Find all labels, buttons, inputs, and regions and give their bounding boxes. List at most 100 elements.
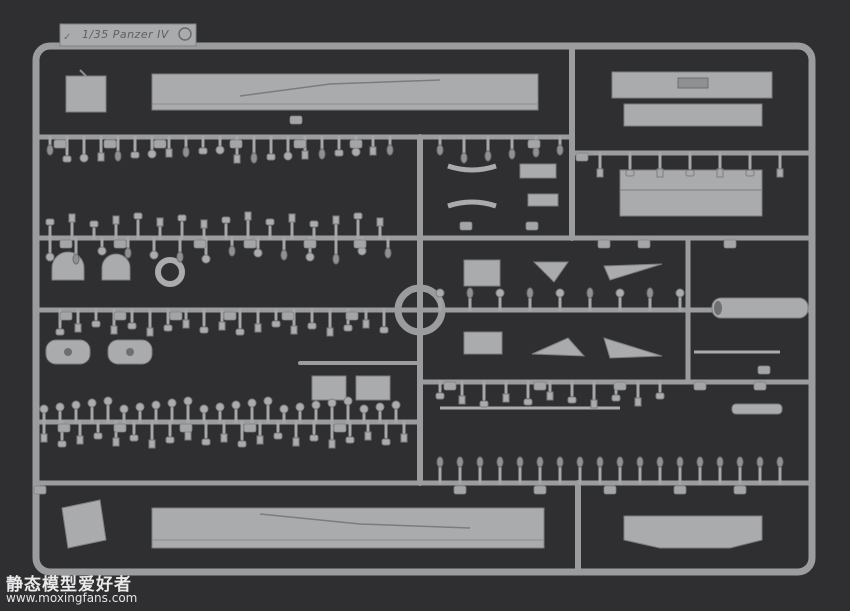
- small-part: [343, 396, 353, 406]
- bottom-plate-right: [623, 515, 763, 549]
- part-number-tag: [733, 485, 747, 495]
- small-part: [745, 169, 755, 177]
- small-part: [147, 149, 157, 159]
- small-part: [288, 213, 296, 223]
- pipe-right: [440, 350, 783, 415]
- part-number-tag: [527, 139, 541, 149]
- small-part: [40, 433, 48, 443]
- part-number-tag: [59, 239, 73, 249]
- part-number-tag: [637, 239, 651, 249]
- part-number-tag: [103, 139, 117, 149]
- small-part: [39, 404, 49, 414]
- part-number-tag: [229, 139, 243, 149]
- small-part: [479, 400, 489, 408]
- small-part: [130, 151, 140, 159]
- fenders-angled: [531, 261, 663, 359]
- part-number-tag: [243, 239, 257, 249]
- small-part: [436, 456, 444, 468]
- suspension-brackets: [311, 163, 559, 401]
- small-part: [280, 249, 288, 261]
- small-part: [218, 321, 226, 331]
- small-part: [93, 432, 103, 440]
- small-part: [318, 148, 326, 160]
- small-part: [311, 400, 321, 410]
- small-part: [129, 434, 139, 442]
- small-part: [466, 287, 474, 299]
- small-part: [736, 456, 744, 468]
- small-part: [616, 456, 624, 468]
- part-number-tags: [33, 115, 771, 495]
- small-part: [76, 435, 84, 445]
- rear-plate-lower: [619, 169, 763, 217]
- small-part: [220, 433, 228, 443]
- small-part: [362, 319, 370, 329]
- small-part: [381, 438, 391, 446]
- small-part: [283, 151, 293, 161]
- small-part: [119, 404, 129, 414]
- small-part: [57, 440, 67, 448]
- small-part: [165, 148, 173, 158]
- small-part: [198, 147, 208, 155]
- small-part: [167, 398, 177, 408]
- small-part: [685, 169, 695, 177]
- part-number-tag: [723, 239, 737, 249]
- hatch-plate-top-left: [65, 69, 107, 113]
- watermark-site-name: 静态模型爱好者: [6, 575, 132, 595]
- small-part: [555, 288, 565, 298]
- small-part: [508, 148, 516, 160]
- small-part: [254, 323, 262, 333]
- small-part: [384, 247, 392, 259]
- part-number-tag: [293, 139, 307, 149]
- small-part: [359, 404, 369, 414]
- small-part: [556, 144, 564, 156]
- small-part: [656, 168, 664, 178]
- small-part: [201, 438, 211, 446]
- small-part: [149, 250, 159, 260]
- part-number-tag: [303, 239, 317, 249]
- part-number-tag: [693, 381, 707, 391]
- small-part: [235, 328, 245, 336]
- small-part: [221, 216, 231, 224]
- small-part: [244, 211, 252, 221]
- small-part: [292, 437, 300, 447]
- part-number-tag: [113, 239, 127, 249]
- small-parts-group: [39, 135, 784, 485]
- small-part: [55, 328, 65, 336]
- small-part: [353, 212, 363, 220]
- part-number-tag: [223, 311, 237, 321]
- small-part: [328, 439, 336, 449]
- small-part: [215, 402, 225, 412]
- small-part: [776, 456, 784, 468]
- small-part: [91, 320, 101, 328]
- part-number-tag: [345, 311, 359, 321]
- small-part: [456, 456, 464, 468]
- part-number-tag: [525, 221, 539, 231]
- small-part: [279, 404, 289, 414]
- small-part: [567, 396, 577, 404]
- small-part: [228, 245, 236, 257]
- sprue-frame: [32, 42, 816, 576]
- part-number-tag: [673, 485, 687, 495]
- small-part: [176, 251, 184, 263]
- part-number-tag: [613, 381, 627, 391]
- leaf-springs: [447, 163, 497, 209]
- small-part: [332, 253, 340, 265]
- small-part: [177, 214, 187, 222]
- small-part: [484, 150, 492, 162]
- small-part: [165, 436, 175, 444]
- hatch-plate-bottom-left: [61, 499, 107, 549]
- small-part: [307, 322, 317, 330]
- small-part: [305, 252, 315, 262]
- small-part: [263, 396, 273, 406]
- small-part: [309, 434, 319, 442]
- small-part: [151, 400, 161, 410]
- small-part: [97, 152, 105, 162]
- small-part: [596, 456, 604, 468]
- small-part: [655, 392, 665, 400]
- part-number-tag: [179, 423, 193, 433]
- hull-side-plate-bottom: [151, 507, 545, 549]
- small-part: [476, 456, 484, 468]
- small-part: [250, 152, 258, 164]
- small-part: [156, 217, 164, 227]
- small-part: [265, 218, 275, 226]
